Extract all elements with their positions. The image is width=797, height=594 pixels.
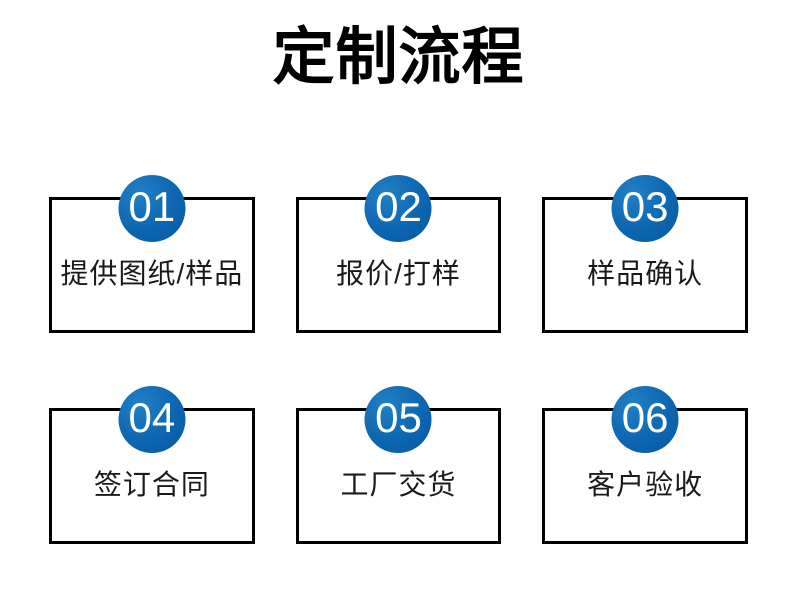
step-card-6: 06 客户验收 — [542, 386, 748, 544]
step-number-badge: 02 — [364, 175, 432, 242]
step-label: 提供图纸/样品 — [60, 258, 244, 289]
step-label: 工厂交货 — [340, 469, 457, 500]
step-card-1: 01 提供图纸/样品 — [49, 175, 255, 333]
step-card-3: 03 样品确认 — [542, 175, 748, 333]
step-number: 01 — [128, 183, 176, 230]
step-number-badge: 04 — [118, 386, 186, 453]
page: { "page": { "title": "定制流程", "background… — [0, 22, 797, 594]
step-label: 报价/打样 — [336, 258, 461, 289]
step-label: 样品确认 — [587, 258, 704, 289]
step-number: 04 — [128, 394, 176, 441]
step-number-badge: 05 — [364, 386, 432, 453]
steps-grid: 01 提供图纸/样品 02 报价/打样 03 样品确认 04 签订合同 05 工… — [0, 175, 797, 544]
step-number: 05 — [375, 394, 422, 441]
step-number: 03 — [621, 183, 669, 230]
step-number: 02 — [375, 183, 422, 230]
step-label: 签订合同 — [93, 469, 210, 500]
step-number: 06 — [621, 394, 669, 441]
step-card-2: 02 报价/打样 — [295, 175, 502, 333]
step-card-4: 04 签订合同 — [49, 386, 255, 544]
step-number-badge: 03 — [611, 175, 679, 242]
page-title: 定制流程 — [272, 23, 525, 92]
step-card-5: 05 工厂交货 — [295, 386, 502, 544]
step-label: 客户验收 — [587, 469, 704, 500]
step-number-badge: 01 — [118, 175, 186, 242]
step-number-badge: 06 — [611, 386, 679, 453]
